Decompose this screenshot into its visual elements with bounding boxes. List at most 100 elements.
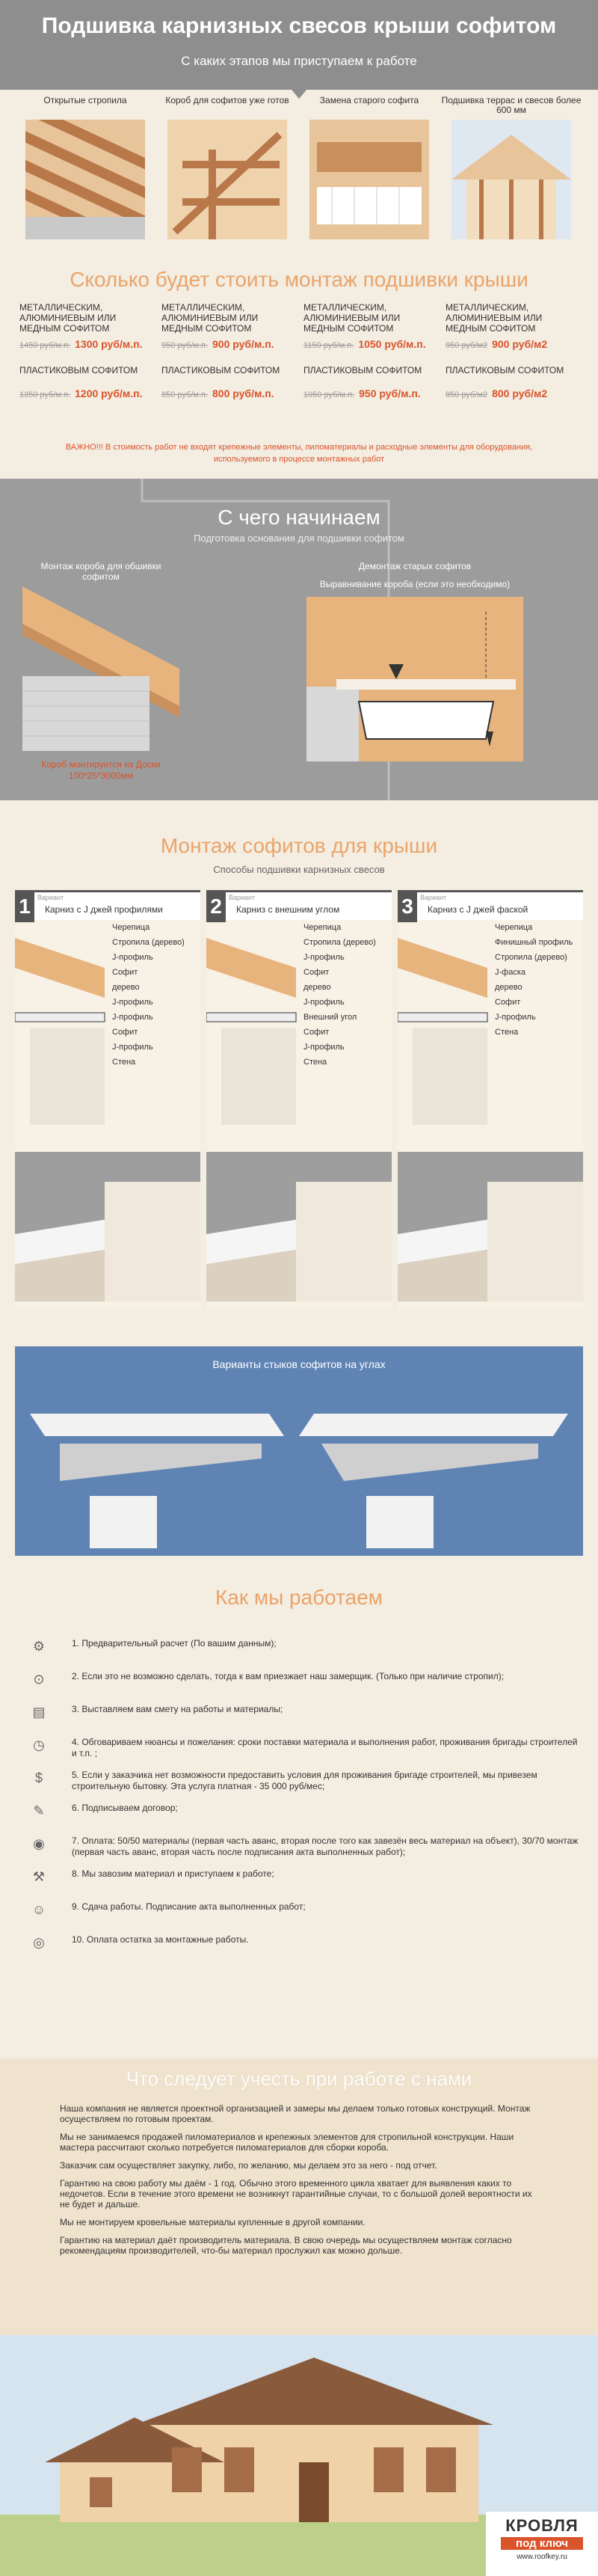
variant-number: 2 bbox=[206, 890, 226, 922]
list-item: ◷4. Обговариваем нюансы и пожелания: сро… bbox=[15, 1729, 583, 1762]
start-title: С чего начинаем bbox=[218, 506, 380, 529]
old-price: 950 руб/м.п. bbox=[161, 341, 209, 350]
open-rafters-illustration bbox=[25, 120, 145, 239]
list-item: ◎10. Оплата остатка за монтажные работы. bbox=[15, 1927, 583, 1960]
hammer-icon: ⚒ bbox=[32, 1868, 46, 1884]
plastic-label: ПЛАСТИКОВЫМ СОФИТОМ bbox=[19, 365, 138, 375]
prices-grid: МЕТАЛЛИЧЕСКИМ, АЛЮМИНИЕВЫМ ИЛИ МЕДНЫМ СО… bbox=[15, 302, 583, 437]
diagram-label: дерево bbox=[303, 983, 331, 992]
step-text: 9. Сдача работы. Подписание акта выполне… bbox=[72, 1901, 306, 1912]
handshake-icon: ☺ bbox=[31, 1901, 46, 1917]
consider-paragraph: Гарантию на материал даёт производитель … bbox=[60, 2235, 512, 2256]
variant-word: Вариант bbox=[229, 894, 256, 901]
diagram-label: Софит bbox=[495, 998, 521, 1007]
logo-line-2: под ключ bbox=[501, 2537, 583, 2550]
diagram-label: Черепица bbox=[112, 923, 150, 932]
old-price: 1150 руб/м.п. bbox=[303, 341, 354, 350]
variant-word: Вариант bbox=[37, 894, 64, 901]
company-logo[interactable]: КРОВЛЯ под ключ www.roofkey.ru bbox=[486, 2512, 598, 2576]
old-soffit-illustration bbox=[309, 120, 429, 239]
website-link[interactable]: www.roofkey.ru bbox=[517, 2553, 567, 2561]
diagram-label: Софит bbox=[112, 1028, 138, 1037]
step-text: 5. Если у заказчика нет возможности пред… bbox=[72, 1770, 537, 1791]
price-column: МЕТАЛЛИЧЕСКИМ, АЛЮМИНИЕВЫМ ИЛИ МЕДНЫМ СО… bbox=[441, 302, 582, 437]
list-item: ⚙ 1. Предварительный расчет (По вашим дан… bbox=[15, 1631, 583, 1663]
old-price: 1350 руб/м.п. bbox=[19, 390, 71, 399]
plastic-label: ПЛАСТИКОВЫМ СОФИТОМ bbox=[303, 365, 422, 375]
page-subtitle: С каких этапов мы приступаем к работе bbox=[181, 54, 417, 68]
new-price: 1050 руб/м.п. bbox=[358, 338, 426, 350]
corner-joints-illustration bbox=[30, 1414, 568, 1548]
dismantle-illustration bbox=[306, 597, 523, 761]
step-text: 7. Оплата: 50/50 материалы (первая часть… bbox=[72, 1836, 579, 1857]
diagram-label: дерево bbox=[495, 983, 523, 992]
list-item: ⚒ 8. Мы завозим материал и приступаем к р… bbox=[15, 1861, 583, 1894]
stage-label: Замена старого софита bbox=[319, 95, 419, 105]
new-price: 900 руб/м.п. bbox=[212, 338, 274, 350]
eave-render bbox=[15, 1152, 200, 1301]
frame-ready-illustration bbox=[167, 120, 287, 239]
step-text: 1. Предварительный расчет (По вашим данн… bbox=[72, 1638, 277, 1649]
diagram-label: Стена bbox=[495, 1028, 519, 1037]
diagram-label: J-фаска bbox=[495, 968, 526, 977]
eave-render bbox=[206, 1152, 392, 1301]
diagram-label: Софит bbox=[112, 968, 138, 977]
money-icon: $ bbox=[34, 1770, 43, 1785]
step-text: 6. Подписываем договор; bbox=[72, 1803, 178, 1813]
stage-label: Подшивка террас и свесов более 600 мм bbox=[441, 95, 582, 115]
metal-label: МЕТАЛЛИЧЕСКИМ, АЛЮМИНИЕВЫМ ИЛИ МЕДНЫМ СО… bbox=[446, 302, 543, 334]
step-text: 10. Оплата остатка за монтажные работы. bbox=[72, 1934, 249, 1945]
montage-title: Монтаж софитов для крыши bbox=[160, 834, 438, 857]
frame-mount-label: Монтаж короба для обшивки софитом bbox=[40, 561, 161, 582]
consider-title: Что следует учесть при работе с нами bbox=[126, 2067, 472, 2090]
new-price: 1300 руб/м.п. bbox=[75, 338, 143, 350]
variant-name: Карниз с J джей фаской bbox=[428, 904, 528, 915]
price-column: МЕТАЛЛИЧЕСКИМ, АЛЮМИНИЕВЫМ ИЛИ МЕДНЫМ СО… bbox=[15, 302, 155, 437]
diagram-label: J-профиль bbox=[303, 998, 345, 1007]
diagram-label: J-профиль bbox=[303, 953, 345, 962]
tape-measure-icon: ⊙ bbox=[33, 1671, 45, 1687]
document-icon: ▤ bbox=[32, 1704, 46, 1720]
frame-board-note: Короб монтируется из Доски 100*25*3000мм bbox=[41, 759, 161, 781]
step-text: 2. Если это не возможно сделать, тогда к… bbox=[72, 1671, 505, 1681]
prices-title: Сколько будет стоить монтаж подшивки кры… bbox=[70, 268, 528, 291]
old-price: 850 руб/м2 bbox=[446, 390, 488, 399]
diagram-label: J-профиль bbox=[112, 1013, 153, 1022]
stage-label: Короб для софитов уже готов bbox=[165, 95, 289, 105]
step-text: 8. Мы завозим материал и приступаем к ра… bbox=[72, 1868, 274, 1879]
consider-paragraph: Гарантию на свою работу мы даём - 1 год.… bbox=[60, 2178, 532, 2209]
variant-name: Карниз с внешним углом bbox=[236, 904, 340, 915]
diagram-label: J-профиль bbox=[495, 1013, 536, 1022]
diagram-label: Софит bbox=[303, 1028, 330, 1037]
terrace-illustration bbox=[451, 120, 571, 239]
dismantle-label: Демонтаж старых софитов bbox=[358, 561, 472, 571]
old-price: 950 руб/м2 bbox=[446, 341, 488, 350]
list-item: $5. Если у заказчика нет возможности пре… bbox=[15, 1762, 583, 1795]
diagram-label: Внешний угол bbox=[303, 1013, 357, 1022]
calculator-icon: ⚙ bbox=[32, 1638, 46, 1654]
plastic-label: ПЛАСТИКОВЫМ СОФИТОМ bbox=[446, 365, 564, 375]
consider-paragraph: Заказчик сам осуществляет закупку, либо,… bbox=[60, 2160, 437, 2171]
diagram-label: Финишный профиль bbox=[495, 938, 573, 947]
eave-render bbox=[398, 1152, 583, 1301]
diagram-label: Стена bbox=[112, 1058, 136, 1067]
stage-card: Замена старого софита bbox=[299, 88, 440, 253]
how-title: Как мы работаем bbox=[215, 1586, 383, 1609]
logo-line-1: КРОВЛЯ bbox=[505, 2516, 579, 2535]
diagram-label: J-профиль bbox=[112, 998, 153, 1007]
new-price: 900 руб/м2 bbox=[492, 338, 548, 350]
consider-paragraph: Мы не монтируем кровельные материалы куп… bbox=[60, 2217, 366, 2227]
contract-icon: ✎ bbox=[33, 1803, 45, 1818]
diagram-label: Стропила (дерево) bbox=[303, 938, 376, 947]
corner-joints-panel: Варианты стыков софитов на углах bbox=[15, 1346, 583, 1556]
metal-label: МЕТАЛЛИЧЕСКИМ, АЛЮМИНИЕВЫМ ИЛИ МЕДНЫМ СО… bbox=[161, 302, 259, 334]
list-item: ☺ 9. Сдача работы. Подписание акта выполн… bbox=[15, 1894, 583, 1927]
diagram-label: J-профиль bbox=[112, 953, 153, 962]
corner-joints-title: Варианты стыков софитов на углах bbox=[212, 1358, 386, 1370]
diagram-label: J-профиль bbox=[303, 1043, 345, 1052]
diagram-label: Стена bbox=[303, 1058, 327, 1067]
price-warning: ВАЖНО!!! В стоимость работ не входят кре… bbox=[65, 443, 533, 464]
